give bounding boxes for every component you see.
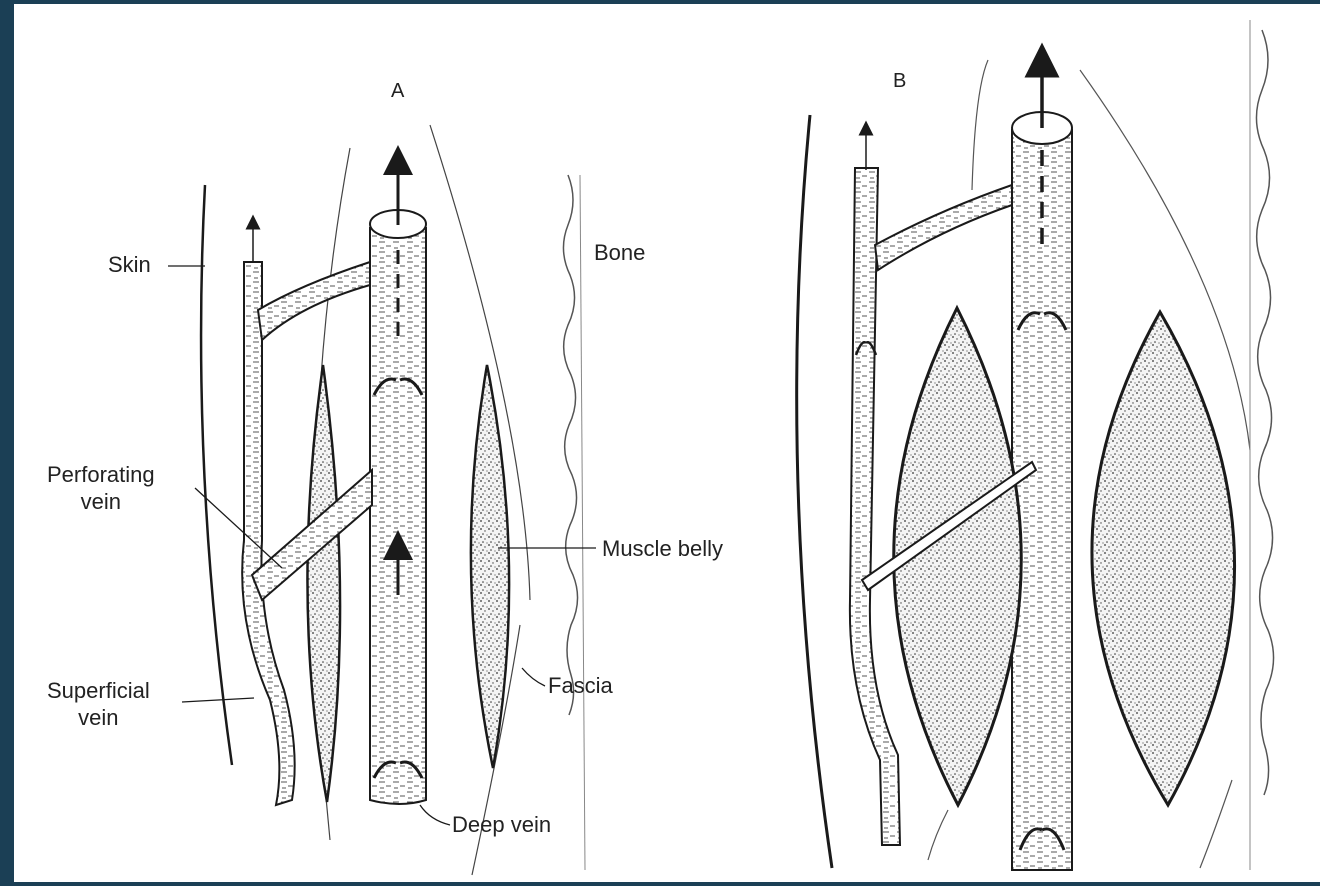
perforating-vein-label-line2: vein <box>47 488 155 515</box>
superficial-vein-label-line2: vein <box>47 704 150 731</box>
superficial-vein-a <box>242 262 295 805</box>
skin-label: Skin <box>108 252 151 278</box>
muscle-belly-label: Muscle belly <box>602 536 723 562</box>
perforator-upper-b <box>875 185 1012 270</box>
bone-edge-b <box>1256 30 1273 795</box>
perforating-vein-label: Perforating vein <box>47 461 155 515</box>
muscle-belly-left-a <box>307 365 340 802</box>
fascia-label: Fascia <box>548 673 613 699</box>
deep-vein-label: Deep vein <box>452 812 551 838</box>
panel-a <box>168 125 596 875</box>
superficial-vein-b <box>850 168 900 845</box>
skin-line-a <box>201 185 232 765</box>
skin-line-b <box>797 115 832 868</box>
superficial-vein-label-line1: Superficial <box>47 677 150 704</box>
bone-edge-a <box>563 175 577 715</box>
panel-label-b: B <box>893 70 906 93</box>
bone-label: Bone <box>594 240 645 266</box>
muscle-belly-right-b <box>1092 312 1235 805</box>
perforating-vein-label-line1: Perforating <box>47 461 155 488</box>
muscle-belly-right-a <box>471 365 509 768</box>
deep-vein-a <box>370 228 426 804</box>
panel-b <box>797 20 1274 870</box>
panel-label-a: A <box>391 80 404 103</box>
superficial-vein-label: Superficial vein <box>47 677 150 731</box>
perforator-upper-a <box>258 262 370 340</box>
